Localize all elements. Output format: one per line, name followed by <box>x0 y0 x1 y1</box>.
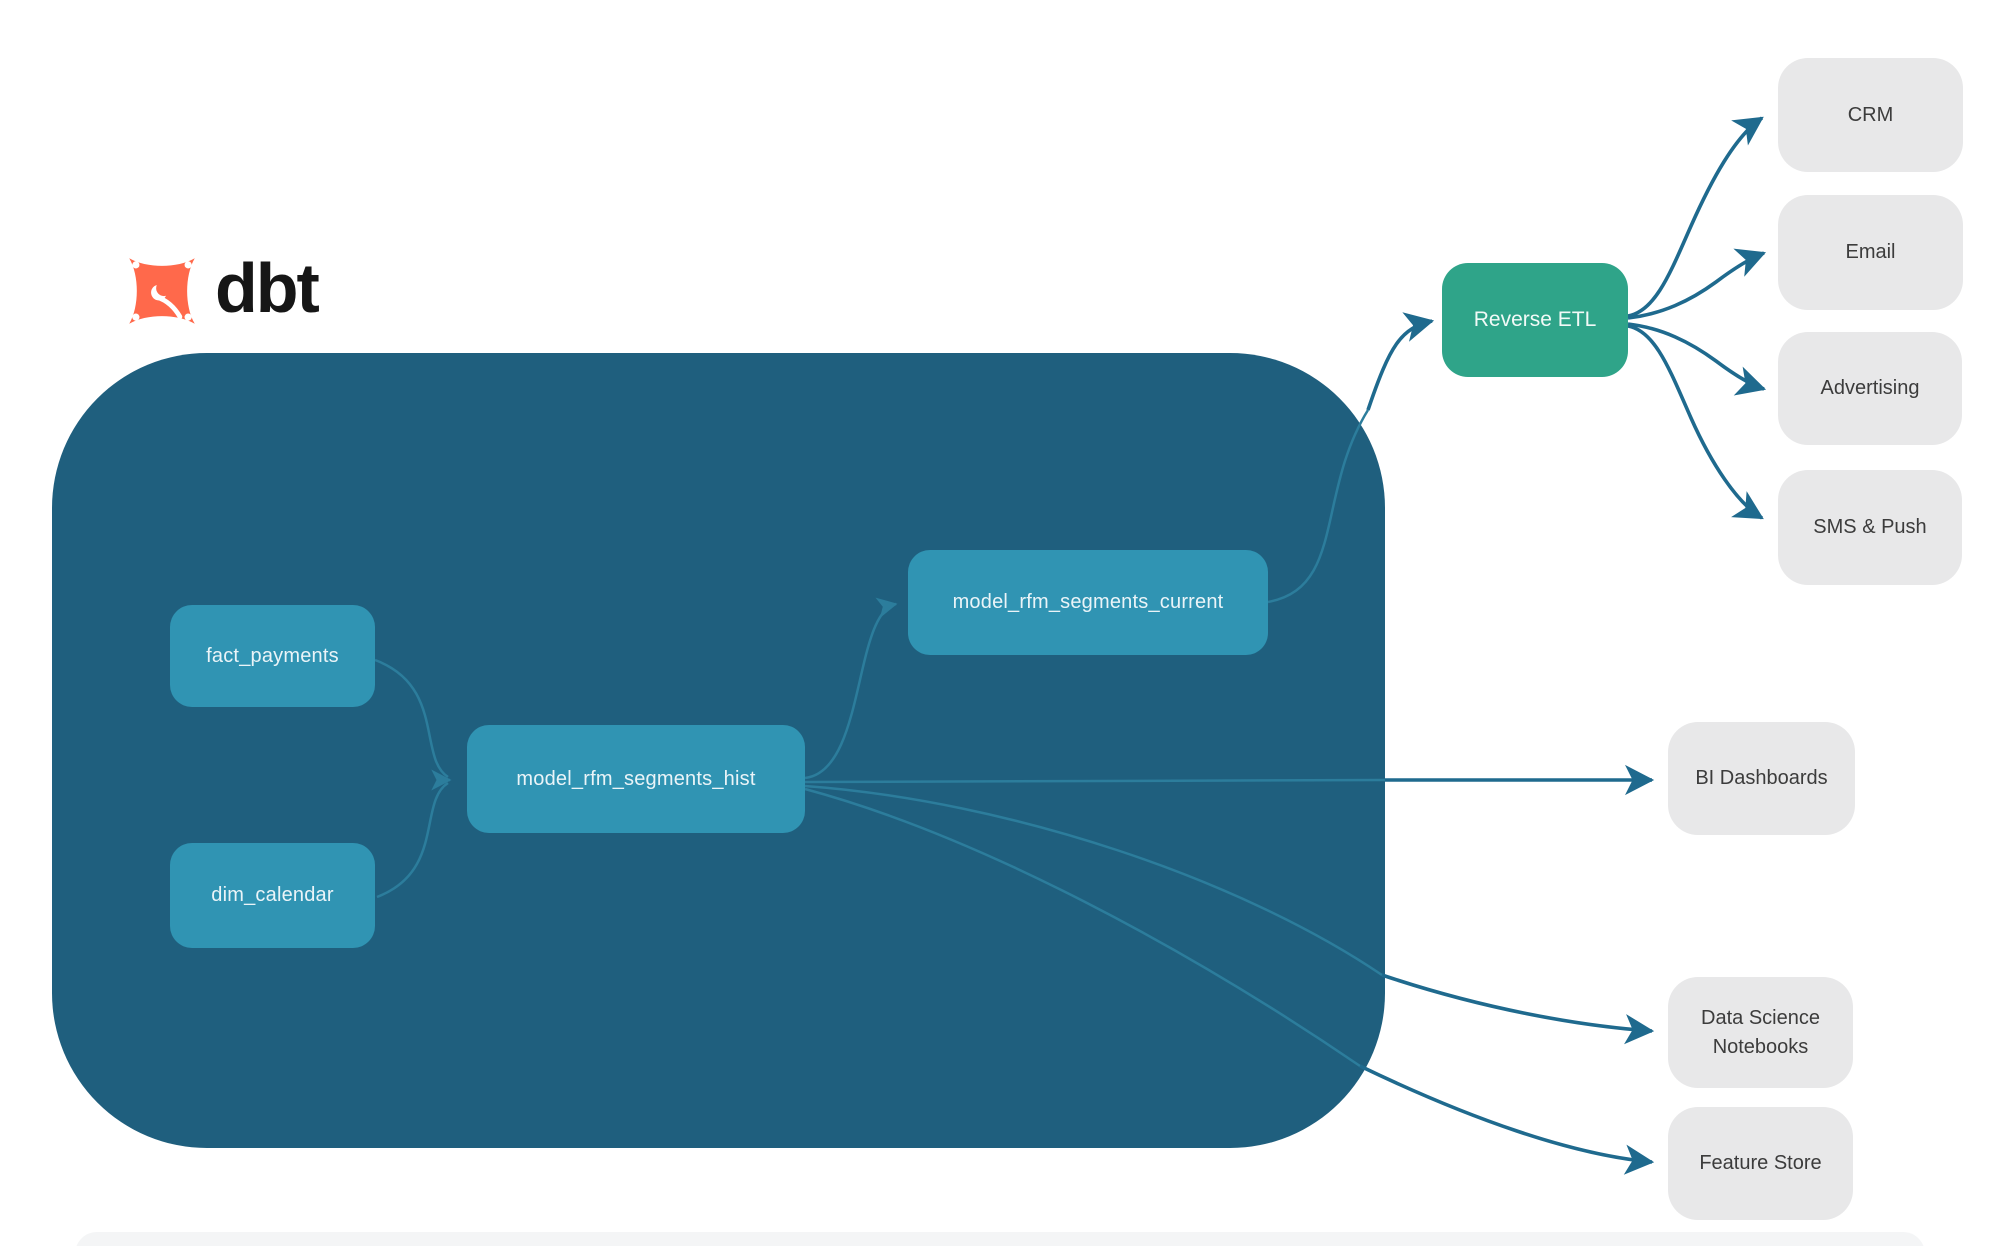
edge-hist-to-dsn-inner <box>804 784 1383 977</box>
edge-hist-to-bi-inner <box>804 778 1386 784</box>
edge-etl-to-sms <box>1627 324 1764 520</box>
node-label: Reverse ETL <box>1473 308 1597 331</box>
node-label: Advertising <box>1820 377 1920 399</box>
node-dim-calendar: dim_calendar <box>170 843 375 948</box>
node-feature-store: Feature Store <box>1668 1107 1853 1220</box>
node-data-science-notebooks: Data Science Notebooks <box>1668 977 1853 1088</box>
edge-etl-to-advertising <box>1627 322 1767 396</box>
node-crm: CRM <box>1778 58 1963 172</box>
node-label: model_rfm_segments_current <box>952 591 1224 613</box>
dbt-logo: dbt <box>123 249 320 330</box>
edge-etl-to-email <box>1627 248 1767 320</box>
node-email: Email <box>1778 195 1963 310</box>
node-label: model_rfm_segments_hist <box>516 767 756 790</box>
node-label: SMS & Push <box>1813 516 1927 538</box>
node-advertising: Advertising <box>1778 332 1962 445</box>
edge-current-to-etl-inner <box>1267 409 1370 604</box>
node-label: fact_payments <box>206 644 339 667</box>
node-label: Feature Store <box>1699 1152 1822 1174</box>
dbt-star-icon <box>129 258 195 324</box>
node-model-rfm-segments-current: model_rfm_segments_current <box>908 550 1268 655</box>
edge-fact-payments-to-hist <box>374 658 449 779</box>
dbt-logo-text: dbt <box>215 249 320 327</box>
node-label: Email <box>1845 241 1896 263</box>
edge-hist-to-fs-inner <box>804 787 1361 1068</box>
node-fact-payments: fact_payments <box>170 605 375 707</box>
edge-to-feature-store <box>1359 1064 1655 1175</box>
node-model-rfm-segments-hist: model_rfm_segments_hist <box>467 725 805 833</box>
inner-edges <box>374 409 1386 1068</box>
node-bi-dashboards: BI Dashboards <box>1668 722 1855 835</box>
edge-etl-to-crm <box>1627 116 1764 318</box>
node-label: dim_calendar <box>211 884 334 906</box>
outer-edges <box>1359 116 1767 1175</box>
edge-dim-calendar-to-hist <box>376 781 449 899</box>
node-label: CRM <box>1847 103 1894 126</box>
node-sms-push: SMS & Push <box>1778 470 1962 585</box>
edge-to-data-science <box>1381 973 1655 1045</box>
node-label: BI Dashboards <box>1695 767 1828 789</box>
edge-current-to-etl <box>1366 312 1435 411</box>
node-reverse-etl: Reverse ETL <box>1442 263 1628 377</box>
edge-hist-to-current <box>804 597 898 780</box>
node-label: Data Science Notebooks <box>1701 1006 1820 1058</box>
bottom-card-edge <box>75 1232 1925 1246</box>
